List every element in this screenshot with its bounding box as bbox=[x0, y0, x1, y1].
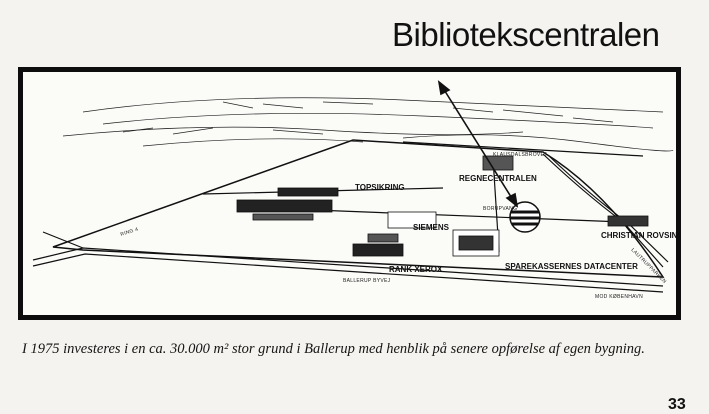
plot-outline bbox=[52, 139, 665, 278]
label-rank-xerox: RANK XEROX bbox=[389, 265, 443, 274]
label-borupvang: BORUPVANG bbox=[483, 206, 517, 212]
label-ballerup-byvej: BALLERUP BYVEJ bbox=[343, 278, 391, 284]
page-title: Bibliotekscentralen bbox=[392, 16, 660, 53]
direction-arrow bbox=[437, 80, 519, 208]
label-ring4: RING 4 bbox=[120, 226, 139, 237]
site-marker-symbol bbox=[509, 201, 541, 233]
site-plan-illustration: TOPSIKRING REGNECENTRALEN SIEMENS RANK X… bbox=[18, 67, 681, 320]
label-mod-kobenhavn: MOD KØBENHAVN bbox=[595, 294, 643, 300]
label-regnecentralen: REGNECENTRALEN bbox=[459, 174, 537, 183]
buildings bbox=[236, 155, 649, 257]
label-siemens: SIEMENS bbox=[413, 223, 450, 232]
label-christian-rovsing: CHRISTIAN ROVSING bbox=[601, 231, 676, 240]
figure-caption: I 1975 investeres i en ca. 30.000 m² sto… bbox=[22, 341, 645, 357]
terrain-hatching bbox=[62, 97, 674, 152]
label-topsikring: TOPSIKRING bbox=[355, 183, 405, 192]
label-sparekassernes-datacenter: SPAREKASSERNES DATACENTER bbox=[505, 262, 638, 271]
page-number: 33 bbox=[668, 396, 686, 413]
label-klausdalsbrovej: KLAUSDALSBROVEJ bbox=[493, 152, 547, 158]
site-plan-drawing: TOPSIKRING REGNECENTRALEN SIEMENS RANK X… bbox=[32, 80, 676, 300]
